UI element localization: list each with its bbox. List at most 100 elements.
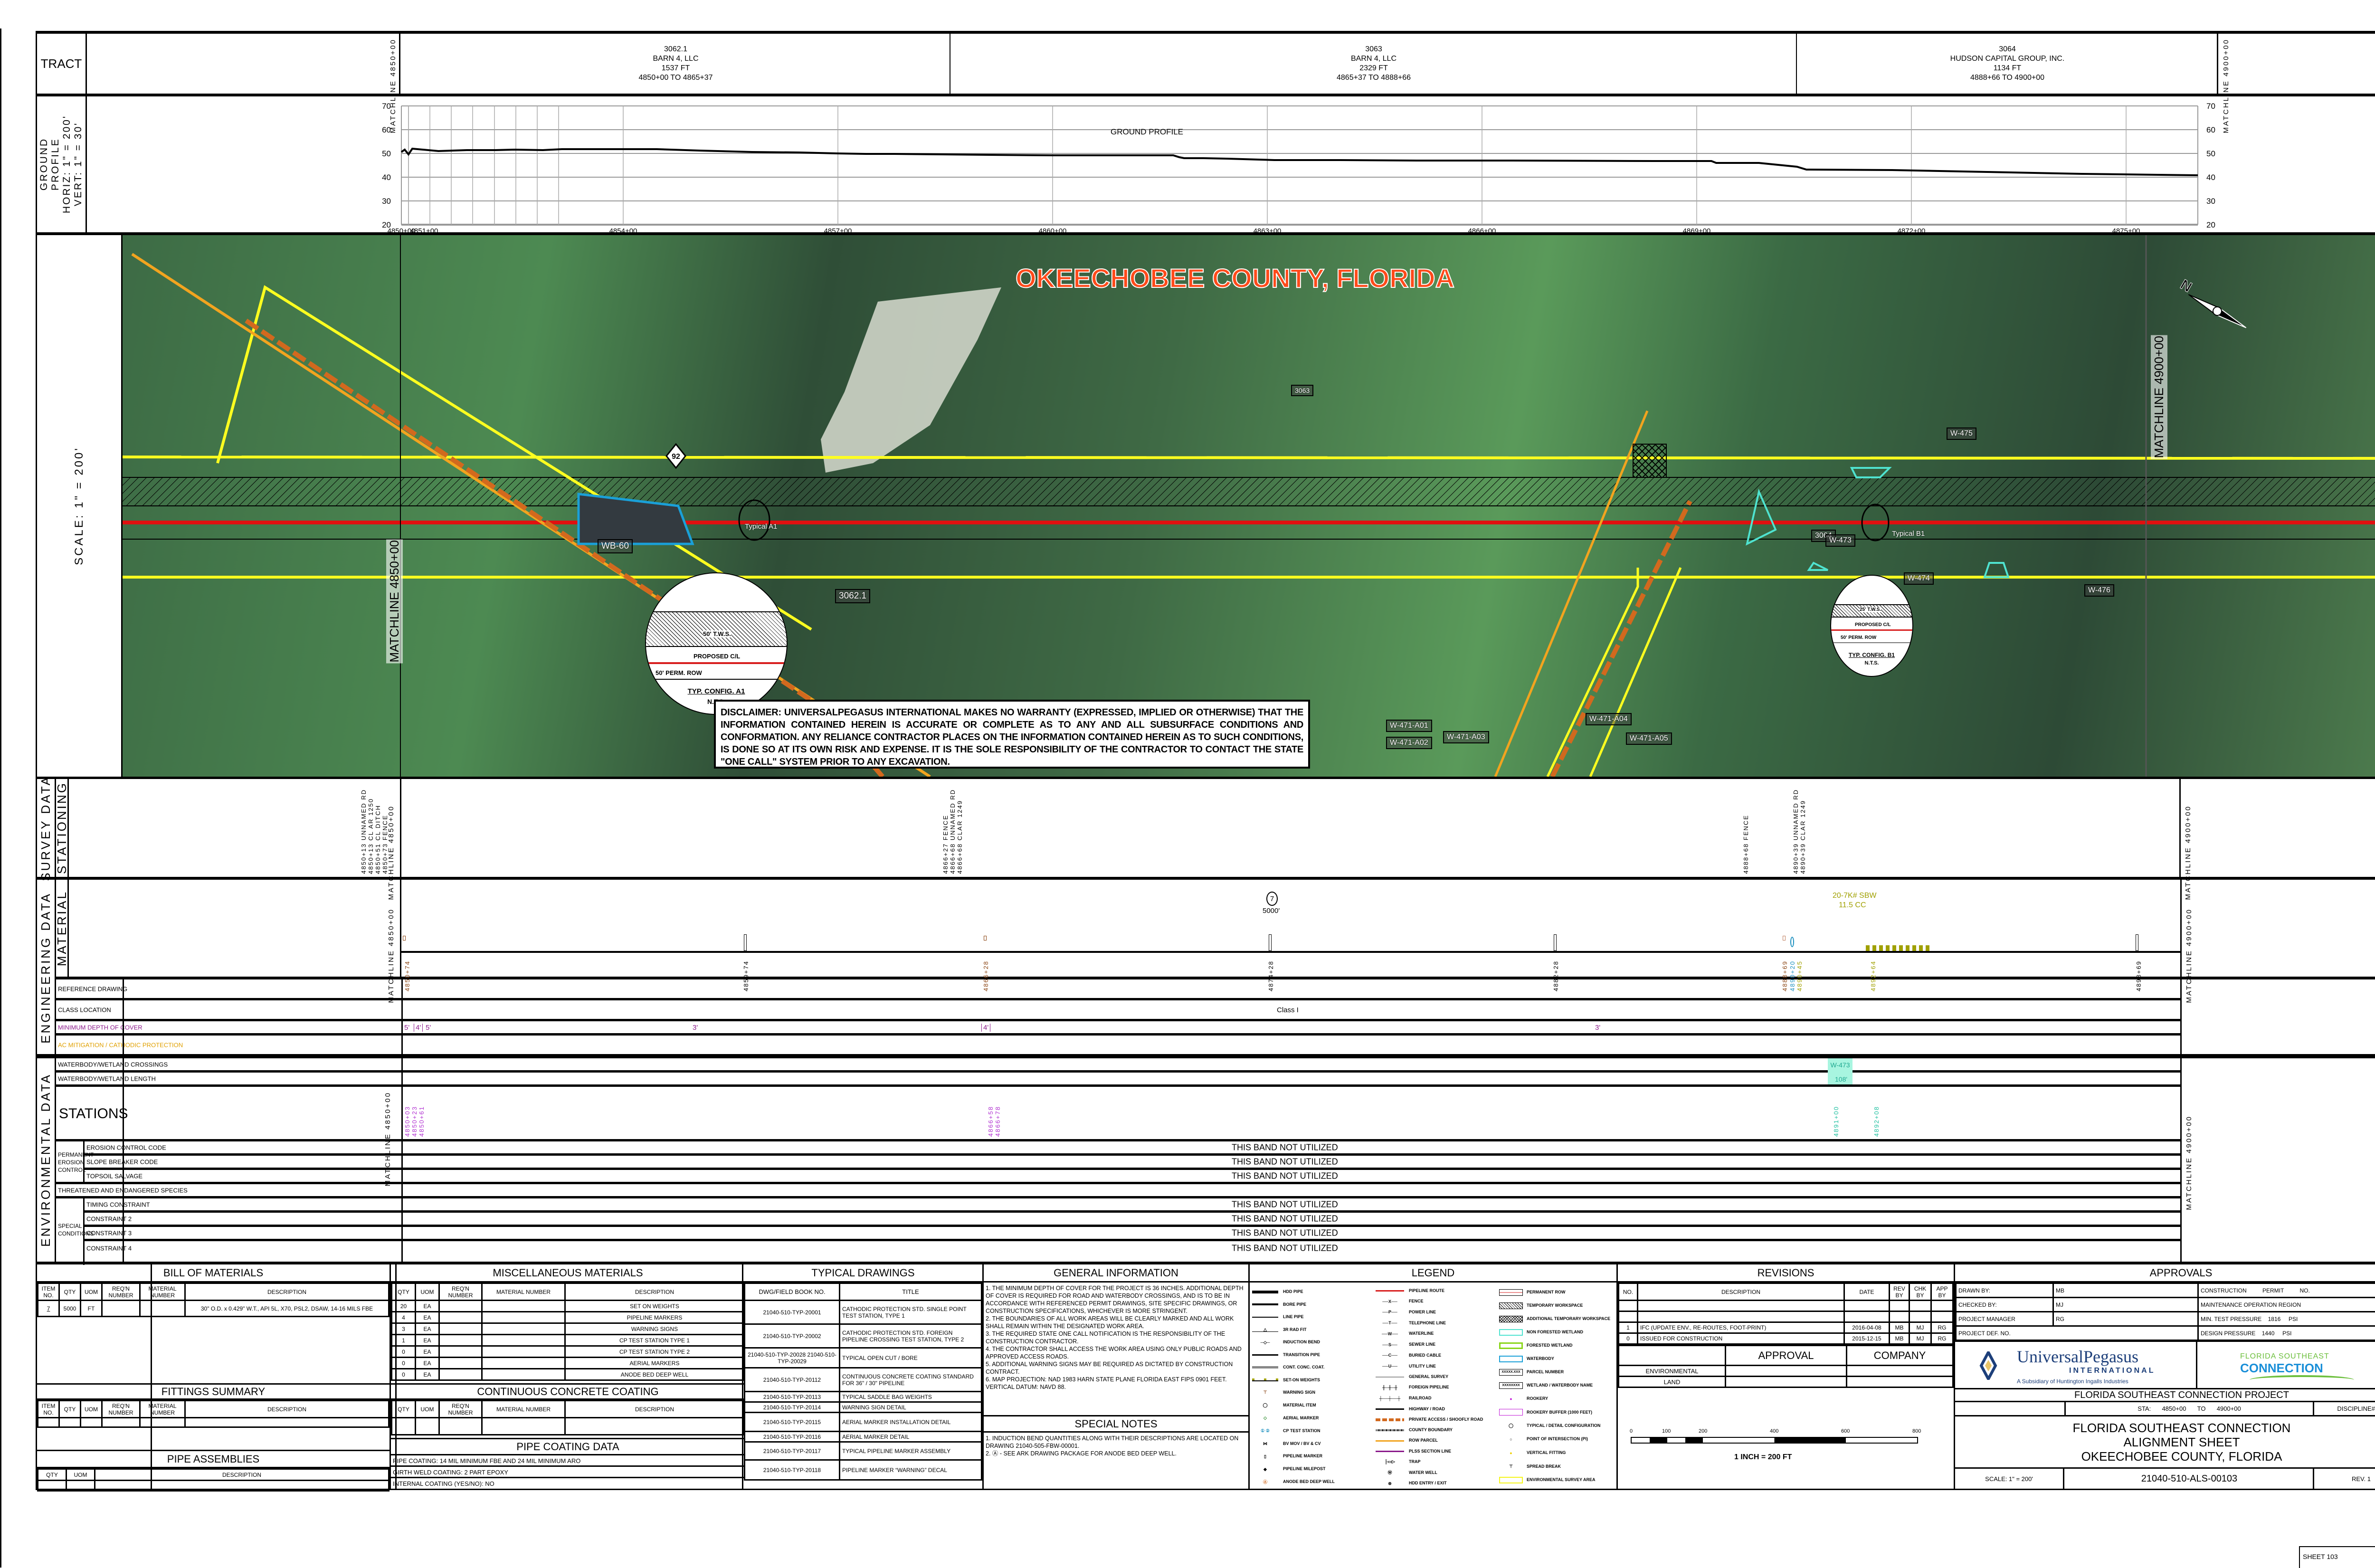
warning-sign-icon <box>984 936 987 941</box>
svg-text:4851+00: 4851+00 <box>410 227 438 234</box>
sheet-number: SHEET 103 <box>2299 1546 2375 1568</box>
aerial-imagery[interactable]: OKEECHOBEE COUNTY, FLORIDA <box>123 235 2375 777</box>
north-arrow-icon <box>2188 294 2247 328</box>
legend: LEGEND HDD PIPE BORE PIPE LINE PIPE △3R … <box>1250 1264 1618 1489</box>
logo-universalpegasus: UniversalPegasus INTERNATIONAL A Subsidi… <box>1955 1340 2197 1388</box>
threatened-species-row: THREATENED AND ENDANGERED SPECIES <box>56 1184 2180 1198</box>
legend-highway: HIGHWAY / ROAD <box>1376 1404 1499 1414</box>
map-matchline-right: MATCHLINE 4900+00 <box>2151 335 2167 459</box>
pipe-coating-data: PIPE COATING DATA PIPE COATING: 14 MIL M… <box>391 1438 745 1489</box>
pipe-assemblies-table: PIPE ASSEMBLIES QTY UOM DESCRIPTION <box>37 1450 391 1492</box>
svg-text:4860+00: 4860+00 <box>1039 227 1067 234</box>
aerial-map-band: SCALE: 1" = 200' OKEECHOBEE COUNTY, FLOR… <box>36 235 2375 779</box>
set-on-weights-icon <box>1866 945 1930 951</box>
legend-spread-break: ⊤SPREAD BREAK <box>1509 1463 1561 1469</box>
legend-rookery-buffer: ROOKERY BUFFER (1000 FEET) <box>1499 1406 1617 1419</box>
label-w-471-a04[interactable]: W-471-A04 <box>1586 713 1632 725</box>
min-cover-row: MINIMUM DEPTH OF COVER 5' 4' 5' 3' 4' 3' <box>56 1021 2180 1036</box>
misc-materials-table: MISCELLANEOUS MATERIALS QTY UOM REQ'N NU… <box>391 1264 745 1383</box>
legend-vertical-fitting: ●VERTICAL FITTING <box>1510 1450 1566 1455</box>
typ-config-a1: 50' T.W.S. PROPOSED C/L 50' PERM. ROW TY… <box>645 572 788 715</box>
engineering-rows: REFERENCE DRAWING CLASS LOCATION Class I… <box>56 979 2375 1055</box>
ground-profile-line <box>400 147 2198 176</box>
material-label: MATERIAL <box>54 890 69 967</box>
revision-row <box>1618 1311 1954 1323</box>
ac-mitigation-row: AC MITIGATION / CATHODIC PROTECTION <box>58 1041 183 1049</box>
fittings-summary-table: FITTINGS SUMMARY ITEM NO. QTY UOM REQ'N … <box>37 1383 391 1450</box>
label-w-474[interactable]: W-474 <box>1904 572 1934 585</box>
svg-text:50: 50 <box>382 149 391 158</box>
legend-foreign-pipeline: ╫─╫─╫FOREIGN PIPELINE <box>1382 1385 1449 1390</box>
label-w-475[interactable]: W-475 <box>1947 428 1976 440</box>
svg-text:OKEECHOBEE COUNTY, FLORIDA: OKEECHOBEE COUNTY, FLORIDA <box>1016 263 1454 293</box>
svg-text:60: 60 <box>2206 125 2215 134</box>
label-w-471-a02[interactable]: W-471-A02 <box>1386 737 1432 749</box>
map-scale-label: SCALE: 1" = 200' <box>37 235 123 777</box>
svg-text:4866+00: 4866+00 <box>1468 227 1496 234</box>
legend-bore-pipe: BORE PIPE <box>1252 1298 1376 1311</box>
legend-rookery: ●ROOKERY <box>1510 1396 1548 1401</box>
svg-text:20: 20 <box>382 220 391 229</box>
legend-set-on-weights: SET-ON WEIGHTS <box>1252 1374 1376 1387</box>
svg-text:4850+00: 4850+00 <box>388 227 416 234</box>
svg-text:50: 50 <box>2206 149 2215 158</box>
label-3062-1[interactable]: 3062.1 <box>835 589 871 603</box>
legend-add-temp-workspace: ADDITIONAL TEMPORARY WORKSPACE <box>1499 1312 1617 1325</box>
legend-general-survey: GENERAL SURVEY <box>1376 1371 1499 1382</box>
engineering-group-label: ENGINEERING DATA <box>38 892 53 1044</box>
legend-forested-wetland: FORESTED WETLAND <box>1499 1339 1617 1352</box>
label-w-471-a05[interactable]: W-471-A05 <box>1626 732 1672 745</box>
project-name: FLORIDA SOUTHEAST CONNECTION PROJECT <box>1955 1388 2375 1402</box>
warning-sign-icon <box>403 936 406 941</box>
legend-cont-conc-coat: CONT. CONC. COAT. <box>1252 1361 1376 1374</box>
legend-fence: ──X──FENCE <box>1382 1299 1424 1304</box>
legend-power-line: ──P──POWER LINE <box>1382 1309 1436 1315</box>
logo-florida-southeast-connection: FLORIDA SOUTHEAST CONNECTION <box>2197 1340 2375 1388</box>
label-wb-60[interactable]: WB-60 <box>598 539 633 553</box>
env-matchline-right: MATCHLINE 4900+00 <box>2185 1115 2193 1210</box>
map-overlay: OKEECHOBEE COUNTY, FLORIDA <box>123 235 2375 777</box>
drawing-number-row: SCALE: 1" = 200' 21040-510-ALS-00103 REV… <box>1955 1469 2375 1489</box>
label-w-476[interactable]: W-476 <box>2084 584 2114 597</box>
svg-text:N: N <box>2178 276 2194 295</box>
revisions: REVISIONS NO. DESCRIPTION DATE REV BY CH… <box>1618 1264 1955 1489</box>
svg-text:70: 70 <box>382 102 391 111</box>
svg-text:4875+00: 4875+00 <box>2112 227 2140 234</box>
station-range: STA: 4850+00 TO 4900+00 DISCIPLINE#: 03 <box>1955 1402 2375 1416</box>
legend-hdd-pipe: HDD PIPE <box>1252 1285 1376 1298</box>
svg-text:30: 30 <box>2206 197 2215 206</box>
svg-text:4869+00: 4869+00 <box>1683 227 1711 234</box>
label-w-471-a03[interactable]: W-471-A03 <box>1443 731 1489 743</box>
legend-sewer-line: ──S──SEWER LINE <box>1382 1342 1436 1347</box>
label-w-473[interactable]: W-473 <box>1825 534 1855 547</box>
label-3063[interactable]: 3063 <box>1291 385 1314 396</box>
revision-row: 0 ISSUED FOR CONSTRUCTION 2015-12-15 MB … <box>1618 1332 1954 1345</box>
legend-3r-rad-fit: △3R RAD FIT <box>1252 1323 1376 1336</box>
bom-misc-area: BILL OF MATERIALS ITEM NO. QTY UOM REQ'N… <box>36 1264 745 1492</box>
scale-bar: 0 100 200 400 600 800 1 INCH = 200 FT <box>1630 1428 1921 1461</box>
label-w-471-a01[interactable]: W-471-A01 <box>1386 720 1432 732</box>
legend-col-3: PERMANENT ROW TEMPORARY WORKSPACE ADDITI… <box>1499 1285 1617 1486</box>
legend-pipeline-route: PIPELINE ROUTE <box>1376 1285 1499 1296</box>
legend-line-pipe: LINE PIPE <box>1252 1311 1376 1323</box>
